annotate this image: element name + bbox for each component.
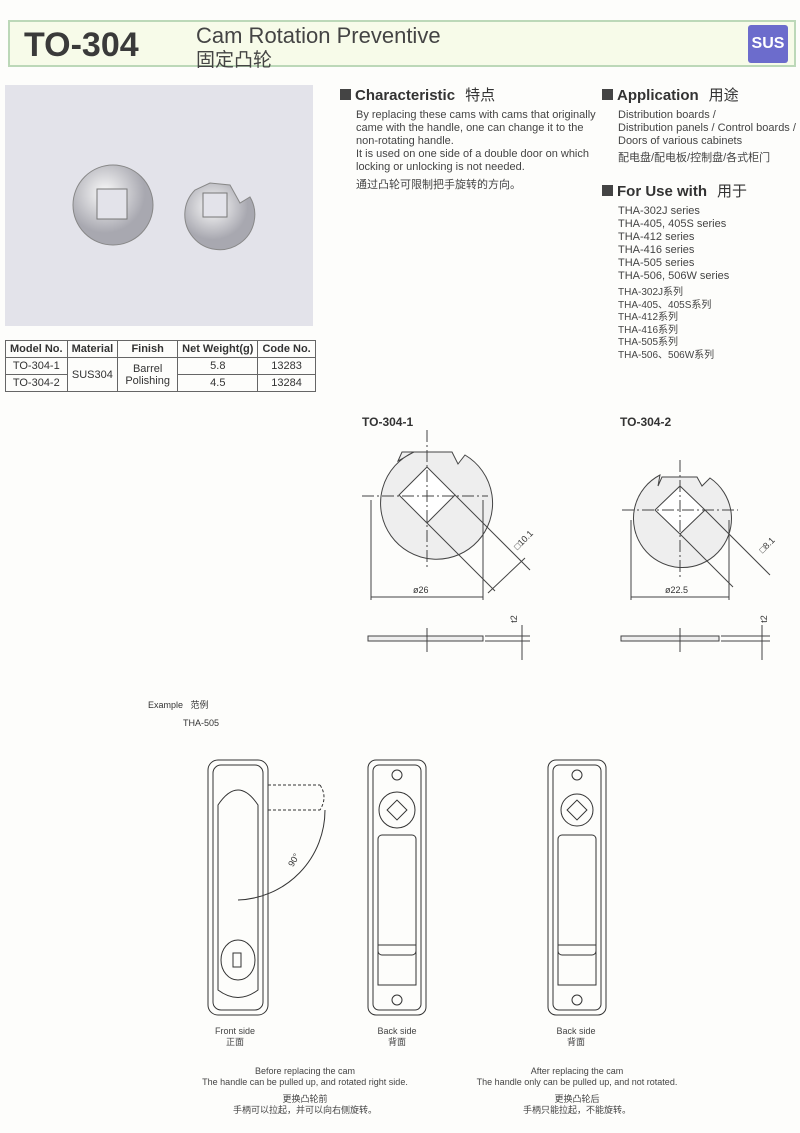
example-model: THA-505 bbox=[183, 718, 220, 728]
sus-badge: SUS bbox=[748, 25, 788, 63]
for-use-section: For Use with 用于 THA-302J series THA-405, … bbox=[602, 180, 747, 362]
section-title-cn: 特点 bbox=[465, 87, 496, 104]
characteristic-section: Characteristic 特点 By replacing these cams… bbox=[340, 84, 596, 192]
square-bullet-icon bbox=[602, 185, 613, 196]
caption-en: Back side bbox=[377, 1026, 417, 1036]
caption-title: After replacing the cam bbox=[530, 1066, 624, 1076]
before-caption: Before replacing the cam The handle can … bbox=[180, 1066, 430, 1116]
series-item-cn: THA-505系列 bbox=[618, 337, 679, 348]
series-item-cn: THA-416系列 bbox=[618, 324, 679, 336]
drawing-label: TO-304-1 bbox=[362, 415, 414, 429]
thickness-dim: t2 bbox=[508, 615, 519, 623]
title-cn: 固定凸轮 bbox=[196, 50, 273, 71]
series-item: THA-416 series bbox=[618, 244, 695, 256]
caption-cn: 更换凸轮后 bbox=[554, 1094, 600, 1104]
caption-en: Front side bbox=[214, 1026, 256, 1036]
text-line-cn: 配电盘/配电板/控制盘/各式柜门 bbox=[618, 152, 771, 164]
caption-en: Back side bbox=[556, 1026, 596, 1036]
series-item: THA-412 series bbox=[618, 231, 695, 243]
square-bullet-icon bbox=[602, 89, 613, 100]
handle-drawings bbox=[207, 759, 607, 1016]
col-header: Model No. bbox=[5, 340, 68, 358]
series-item: THA-302J series bbox=[618, 205, 700, 217]
caption-desc: The handle can be pulled up, and rotated… bbox=[202, 1077, 408, 1087]
series-item-cn: THA-302J系列 bbox=[618, 287, 684, 298]
diameter-dim: ø26 bbox=[413, 585, 429, 595]
example-label: Example bbox=[148, 700, 184, 710]
section-title: Application bbox=[617, 87, 699, 104]
text-line: Doors of various cabinets bbox=[618, 135, 743, 147]
series-item-cn: THA-412系列 bbox=[618, 312, 679, 323]
square-bullet-icon bbox=[340, 89, 351, 100]
caption-title: Before replacing the cam bbox=[254, 1066, 356, 1076]
cell: 13284 bbox=[257, 374, 316, 392]
caption-desc: The handle only can be pulled up, and no… bbox=[476, 1077, 678, 1087]
cam-2-drawing bbox=[620, 460, 771, 660]
cell: Barrel Polishing bbox=[117, 357, 179, 392]
product-photo bbox=[5, 85, 313, 326]
drawing-label: TO-304-2 bbox=[620, 415, 672, 429]
after-caption: After replacing the cam The handle only … bbox=[452, 1066, 702, 1116]
text-line-cn: 通过凸轮可限制把手旋转的方向。 bbox=[356, 179, 521, 191]
cam-photo-icon bbox=[72, 164, 256, 251]
example-label-cn: 范例 bbox=[190, 700, 209, 710]
col-header: Code No. bbox=[257, 340, 316, 358]
series-item: THA-405, 405S series bbox=[618, 218, 727, 230]
application-section: Application 用途 Distribution boards / Dist… bbox=[602, 84, 796, 165]
section-title: For Use with bbox=[617, 183, 708, 200]
diameter-dim: ø22.5 bbox=[665, 585, 689, 595]
thickness-dim: t2 bbox=[758, 615, 769, 623]
header-band: TO-304 Cam Rotation Preventive 固定凸轮 SUS bbox=[8, 20, 796, 71]
col-header: Net Weight(g) bbox=[177, 340, 259, 358]
text-line: locking or unlocking is not needed. bbox=[356, 161, 525, 173]
technical-drawing bbox=[362, 430, 771, 660]
series-item: THA-505 series bbox=[618, 257, 695, 269]
caption-cn: 更换凸轮前 bbox=[282, 1094, 328, 1104]
title-en: Cam Rotation Preventive bbox=[196, 23, 441, 48]
text-line: It is used on one side of a double door … bbox=[356, 148, 589, 160]
caption-cn: 背面 bbox=[566, 1037, 585, 1047]
example-title: Example 范例 bbox=[148, 698, 209, 711]
section-title: Characteristic bbox=[355, 87, 456, 104]
text-line: came with the handle, one can change it … bbox=[356, 122, 584, 134]
col-header: Material bbox=[66, 340, 119, 358]
col-header: Finish bbox=[117, 340, 179, 358]
front-handle bbox=[207, 759, 326, 1016]
series-item-cn: THA-405、405S系列 bbox=[618, 299, 712, 311]
cell: 4.5 bbox=[177, 374, 259, 392]
section-title-cn: 用途 bbox=[708, 87, 739, 104]
text-line: Distribution boards / bbox=[618, 109, 716, 121]
back-handle-after bbox=[547, 759, 607, 1016]
caption-cn: 手柄只能拉起，不能旋转。 bbox=[522, 1105, 631, 1115]
cell: 13283 bbox=[257, 357, 316, 375]
cell: SUS304 bbox=[66, 357, 119, 392]
model-number: TO-304 bbox=[24, 26, 139, 64]
caption-cn: 手柄可以拉起，并可以向右侧旋转。 bbox=[232, 1105, 377, 1115]
caption-cn: 正面 bbox=[225, 1037, 244, 1047]
series-item-cn: THA-506、506W系列 bbox=[618, 349, 715, 361]
caption-cn: 背面 bbox=[387, 1037, 406, 1047]
back-handle-before bbox=[367, 759, 427, 1016]
text-line: Distribution panels / Control boards / bbox=[618, 122, 796, 134]
cell: TO-304-2 bbox=[5, 374, 68, 392]
section-title-cn: 用于 bbox=[717, 183, 748, 200]
text-line: non-rotating handle. bbox=[356, 135, 454, 147]
cell: TO-304-1 bbox=[5, 357, 68, 375]
text-line: By replacing these cams with cams that o… bbox=[356, 109, 596, 121]
cam-1-drawing bbox=[362, 430, 531, 660]
cell: 5.8 bbox=[177, 357, 259, 375]
series-item: THA-506, 506W series bbox=[618, 270, 730, 282]
